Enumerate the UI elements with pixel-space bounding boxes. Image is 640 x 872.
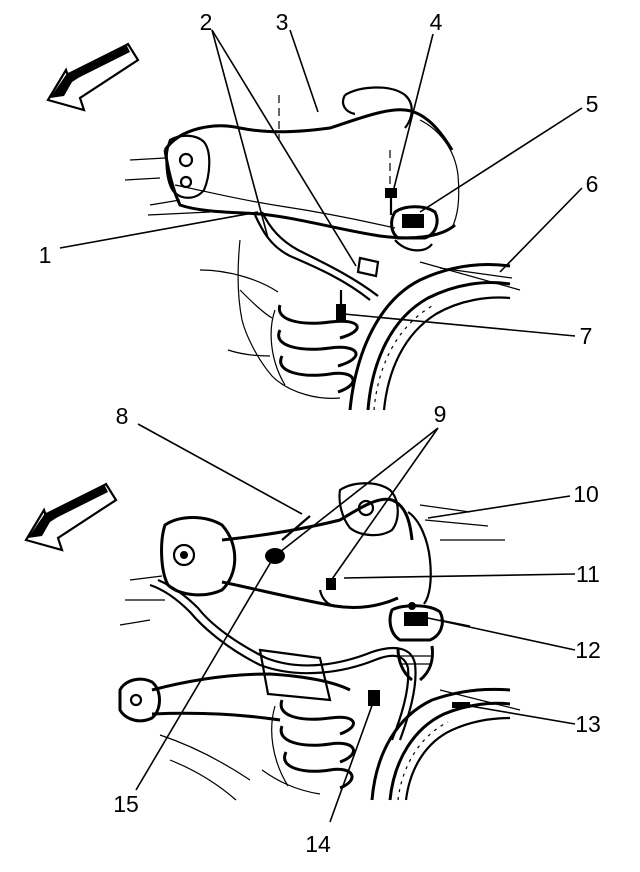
upper-ball-joint-lower-view <box>388 602 471 682</box>
brake-rotor-lower-view <box>370 687 521 801</box>
callout-14: 14 <box>305 831 331 857</box>
callout-9: 9 <box>434 401 447 427</box>
front-direction-arrow-icon <box>24 482 118 552</box>
callout-5: 5 <box>586 91 599 117</box>
upper-ball-joint <box>385 150 439 252</box>
brake-rotor <box>348 261 521 411</box>
callout-13: 13 <box>575 711 601 737</box>
callout-2: 2 <box>200 9 213 35</box>
bottom-leader-lines <box>135 423 576 823</box>
lower-control-arm <box>118 648 351 801</box>
callout-12: 12 <box>575 637 601 663</box>
bottom-view: 8 9 10 11 12 13 14 15 <box>24 401 601 857</box>
coil-spring <box>199 239 359 399</box>
callout-3: 3 <box>276 9 289 35</box>
callout-1: 1 <box>39 242 52 268</box>
callout-11: 11 <box>576 561 600 587</box>
coil-spring-lower-view <box>261 699 355 795</box>
callout-7: 7 <box>580 323 593 349</box>
callout-10: 10 <box>573 481 599 507</box>
front-direction-arrow-icon <box>46 42 140 112</box>
brake-hose-lower-view <box>149 578 417 741</box>
top-leader-lines <box>59 29 583 337</box>
upper-control-arm-lower-view <box>119 482 505 626</box>
callout-6: 6 <box>586 171 599 197</box>
callout-8: 8 <box>116 403 129 429</box>
callout-15: 15 <box>113 791 139 817</box>
brake-hose <box>254 95 380 322</box>
callout-4: 4 <box>430 9 443 35</box>
top-view: 1 2 3 4 5 6 7 <box>39 9 599 411</box>
